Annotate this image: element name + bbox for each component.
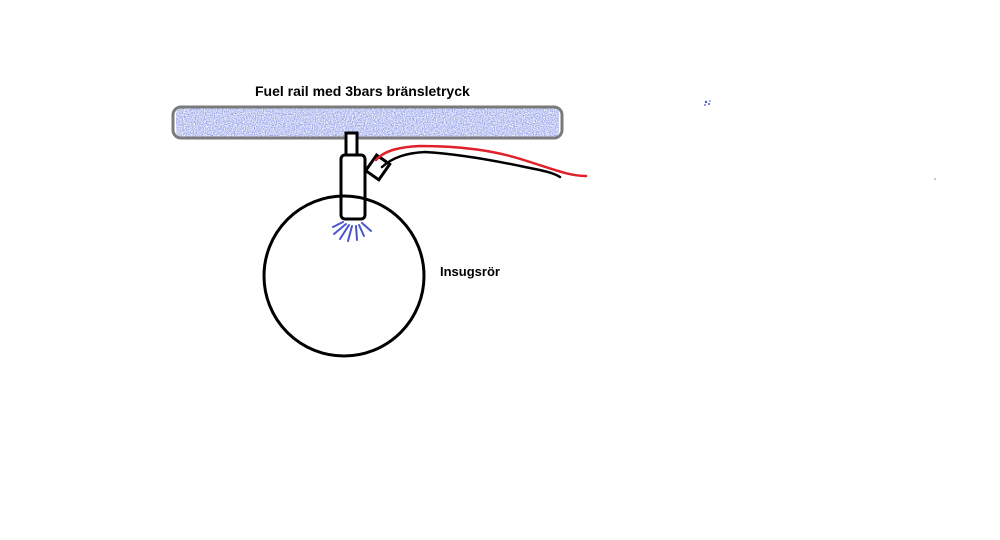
fuel-rail-label: Fuel rail med 3bars bränsletryck bbox=[255, 83, 470, 99]
intake-pipe bbox=[262, 194, 426, 358]
injector-body bbox=[339, 153, 367, 221]
fuel-rail bbox=[171, 105, 564, 140]
wire-positive bbox=[374, 144, 588, 178]
fuel-rail-fill bbox=[176, 108, 559, 137]
fuel-spray bbox=[332, 221, 372, 242]
fuel-injector bbox=[339, 131, 392, 221]
injector-connector bbox=[363, 152, 392, 182]
intake-pipe-label: Insugsrör bbox=[440, 264, 500, 279]
stray-dots bbox=[704, 100, 936, 180]
injector-nozzle-top bbox=[344, 131, 359, 157]
wire-ground bbox=[380, 150, 562, 179]
fuel-rail-outline bbox=[171, 105, 564, 140]
